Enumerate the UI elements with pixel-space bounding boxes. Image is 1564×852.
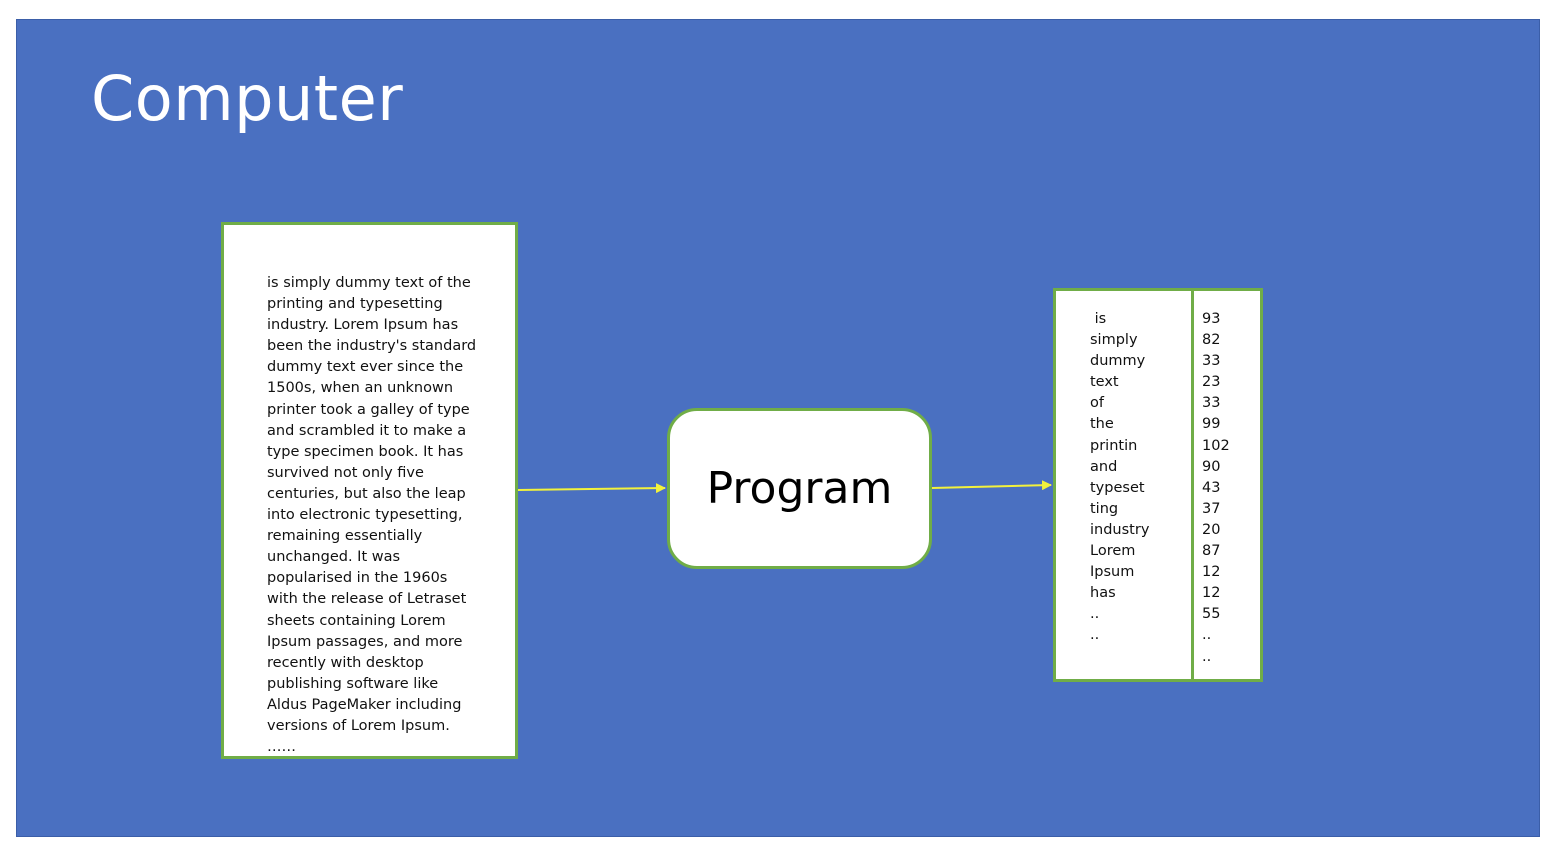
count-column: 93 82 33 23 33 99 102 90 43 37 20 87 12 12 55....: [1202, 309, 1230, 668]
word-cell: and: [1090, 458, 1118, 475]
diagram-title: Computer: [91, 62, 404, 135]
count-cell: 33: [1202, 353, 1221, 370]
flow-arrows: [517, 480, 1052, 494]
count-cell: 12: [1202, 585, 1221, 602]
count-cell: 102: [1202, 437, 1230, 454]
word-cell: text: [1090, 374, 1119, 391]
count-cell: 33: [1202, 395, 1221, 412]
column-divider: [1191, 291, 1194, 679]
count-cell: 55: [1202, 606, 1221, 623]
word-column: is simply dummy text of the printin and typeset t…: [1090, 309, 1149, 668]
count-cell: 23: [1202, 374, 1221, 391]
word-cell: typeset: [1090, 479, 1145, 496]
word-cell: of: [1090, 395, 1104, 412]
arrow-program-to-output: [931, 480, 1052, 491]
word-cell: printin: [1090, 437, 1138, 454]
output-table: is simply dummy text of the printin and typeset t…: [1053, 288, 1263, 682]
word-cell: industry: [1090, 521, 1150, 538]
count-cell: 93: [1202, 311, 1221, 327]
program-label: Program: [706, 463, 893, 514]
word-cell: simply: [1090, 332, 1138, 349]
input-document: is simply dummy text of the printing and…: [221, 222, 518, 759]
count-cell: 90: [1202, 458, 1221, 475]
count-cell: 99: [1202, 416, 1221, 433]
count-cell: ..: [1202, 648, 1212, 665]
count-cell: 12: [1202, 564, 1221, 581]
word-cell: dummy: [1090, 353, 1146, 370]
word-cell: Lorem: [1090, 543, 1136, 560]
count-cell: ..: [1202, 627, 1212, 644]
diagram-canvas: Computer is simply dummy text of the pri…: [16, 19, 1540, 837]
word-cell: ting: [1090, 500, 1119, 517]
count-cell: 82: [1202, 332, 1221, 349]
program-node: Program: [667, 408, 932, 569]
word-cell: the: [1090, 416, 1114, 433]
count-cell: 43: [1202, 479, 1221, 496]
count-cell: 20: [1202, 521, 1221, 538]
word-cell: Ipsum: [1090, 564, 1135, 581]
count-cell: 37: [1202, 500, 1221, 517]
arrow-input-to-program: [517, 483, 666, 494]
word-cell: has: [1090, 585, 1116, 602]
word-cell: [1090, 647, 1149, 668]
word-cell: ..: [1090, 606, 1100, 623]
word-cell: is: [1090, 311, 1107, 327]
count-cell: 87: [1202, 543, 1221, 560]
word-cell: ..: [1090, 627, 1100, 644]
input-document-text: is simply dummy text of the printing and…: [267, 275, 477, 756]
